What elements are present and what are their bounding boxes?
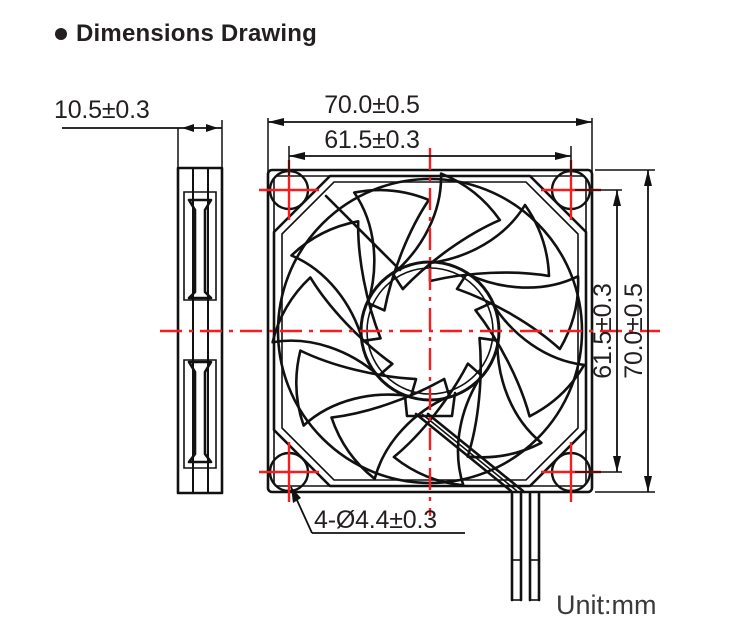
dim-text-vertical-outer: 70.0±0.5 [620,283,648,379]
callout-arrowhead [291,487,301,503]
arrowhead-pitch-left [289,152,305,160]
fan-blade-shape [474,301,586,418]
dim-text-hole-pitch: 61.5±0.3 [324,126,420,154]
fan-blade-shape [428,203,551,283]
fan-blade [290,220,382,343]
arrowhead-outer-right [576,118,592,126]
fan-housing-octagon [272,174,588,488]
dim-text-vertical-pitch: 61.5±0.3 [589,283,617,379]
side-blade-upper-shape [187,198,213,300]
dim-text-side-thickness: 10.5±0.3 [54,96,150,124]
fan-blade-shape [455,272,580,351]
fan-blade [352,188,431,312]
page-title: Dimensions Drawing [55,20,317,48]
fan-blade-shape [330,377,451,481]
fan-blade [392,362,483,487]
fan-blade [271,276,394,378]
fan-blade [474,301,586,418]
dim-text-outer-width: 70.0±0.5 [324,91,420,119]
fan-blade [455,272,580,351]
fan-wire-leads [510,492,541,602]
dimension-side-thickness: 10.5±0.3 [54,96,223,172]
arrowhead-side-left [182,124,194,132]
dimension-top-outer-width: 70.0±0.5 [267,91,593,172]
callout-text-hole-diameter: 4-Ø4.4±0.3 [314,506,437,534]
strut-edge-1 [414,412,513,493]
side-view-blade-upper [183,191,217,301]
fan-blade-shape [295,349,418,427]
dimension-right-hole-pitch: 61.5±0.3 [575,189,622,473]
fan-blade-shape [352,188,431,312]
arrowhead-vouter-bottom [644,476,652,492]
fan-support-strut [414,412,525,493]
side-blade-upper-outline [183,191,217,301]
front-view [266,168,594,494]
arrowhead-vpitch-bottom [613,456,621,472]
fan-blade [466,336,543,459]
side-blade-lower-shape [187,360,213,464]
strut-edge-2 [426,412,525,493]
mounting-hole-bottom-left [259,442,319,502]
arrowhead-outer-left [268,118,284,126]
page-title-text: Dimensions Drawing [76,20,317,47]
callout-hole-diameter: 4-Ø4.4±0.3 [290,486,465,534]
strut-center-line [421,413,518,492]
arrowhead-vouter-top [644,170,652,186]
fan-blade-shape [392,362,483,487]
fan-blades [271,172,586,487]
unit-note-text: Unit:mm [556,590,657,620]
arrowhead-vpitch-top [613,190,621,206]
centerlines [160,148,660,516]
strut-upper-left [324,194,402,272]
arrowhead-side-right [206,124,218,132]
fan-blade-shape [271,276,394,378]
fan-blade [330,377,451,481]
fan-blade [391,172,502,291]
bullet-icon [55,28,67,40]
fan-blade [295,349,418,427]
fan-blade-shape [466,336,543,459]
fan-blade-shape [290,220,382,343]
dimension-right-outer-height: 70.0±0.5 [595,169,655,493]
side-blade-lower-outline [183,359,217,469]
fan-blade-shape [391,172,502,291]
fan-blade [428,203,551,283]
arrowhead-pitch-right [555,152,571,160]
dimension-top-hole-pitch: 61.5±0.3 [288,126,572,176]
side-view-blade-lower [183,359,217,469]
